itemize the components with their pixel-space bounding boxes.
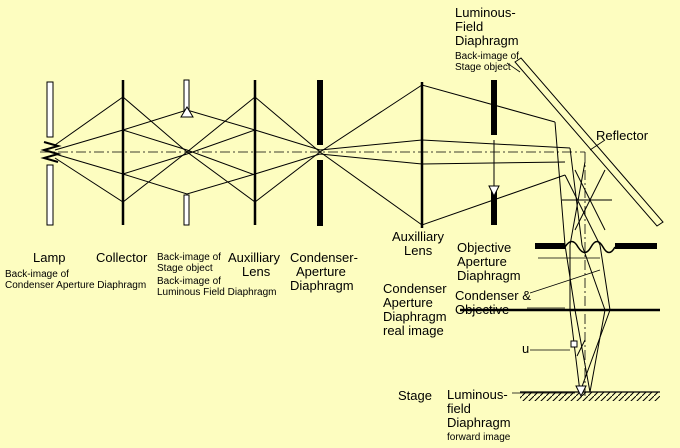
- lamp-sub-label-1: Back-image of: [5, 269, 69, 280]
- forward-image-label-4: forward image: [447, 432, 511, 443]
- reflector: [514, 57, 664, 227]
- stage-label: Stage: [398, 388, 432, 403]
- auxiliary-lens-2-label: Auxilliary: [392, 229, 445, 244]
- condenser-real-image-label: Condenser: [383, 281, 447, 296]
- condenser-aperture-label-3: Diaphragm: [290, 278, 354, 293]
- luminous-field-label-2: Field: [455, 19, 483, 34]
- lamp: [40, 81, 62, 226]
- leader-lines: [506, 62, 606, 394]
- objective-aperture-label: Objective: [457, 240, 511, 255]
- auxiliary-lens-1-label-2: Lens: [242, 264, 271, 279]
- condenser-objective-label: Condenser &: [455, 288, 531, 303]
- condenser-aperture-label-2: Aperture: [296, 264, 346, 279]
- back-image-lfd-label-2: Luminous Field Diaphragm: [157, 287, 277, 298]
- luminous-field-diaphragm: [488, 80, 500, 225]
- auxiliary-lens-1-label: Auxilliary: [228, 250, 281, 265]
- stage: [520, 385, 660, 401]
- condenser-real-image-label-4: real image: [383, 323, 444, 338]
- back-image-plane: [180, 79, 194, 226]
- forward-image-label-3: Diaphragm: [447, 415, 511, 430]
- lamp-label: Lamp: [33, 250, 66, 265]
- reflector-label: Reflector: [596, 128, 649, 143]
- labels: Lamp Back-image of Condenser Aperture Di…: [5, 5, 649, 443]
- collector-label: Collector: [96, 250, 148, 265]
- condenser-aperture-diaphragm: [317, 80, 323, 226]
- luminous-field-label-3: Diaphragm: [455, 33, 519, 48]
- condenser-aperture-label: Condenser-: [290, 250, 358, 265]
- auxiliary-lens-2-label-2: Lens: [404, 243, 433, 258]
- condenser-real-image-label-2: Aperture: [383, 295, 433, 310]
- objective-aperture-diaphragm: [535, 240, 657, 254]
- luminous-field-label: Luminous-: [455, 5, 516, 20]
- condenser-objective-label-2: Objective: [455, 302, 509, 317]
- angle-u-label: u: [522, 341, 529, 356]
- luminous-field-sub-label-1: Back-image of: [455, 51, 519, 62]
- back-image-stage-label-1: Back-image of: [157, 252, 221, 263]
- aperture-angle-marker: [570, 339, 586, 357]
- objective-aperture-label-2: Aperture: [457, 254, 507, 269]
- back-image-stage-label-2: Stage object: [157, 263, 213, 274]
- lamp-sub-label-2: Condenser Aperture Diaphragm: [5, 280, 146, 291]
- back-image-lfd-label-1: Back-image of: [157, 276, 221, 287]
- objective-aperture-label-3: Diaphragm: [457, 268, 521, 283]
- forward-image-label: Luminous-: [447, 387, 508, 402]
- forward-image-label-2: field: [447, 401, 471, 416]
- condenser-real-image-label-3: Diaphragm: [383, 309, 447, 324]
- luminous-field-sub-label-2: Stage object: [455, 62, 511, 73]
